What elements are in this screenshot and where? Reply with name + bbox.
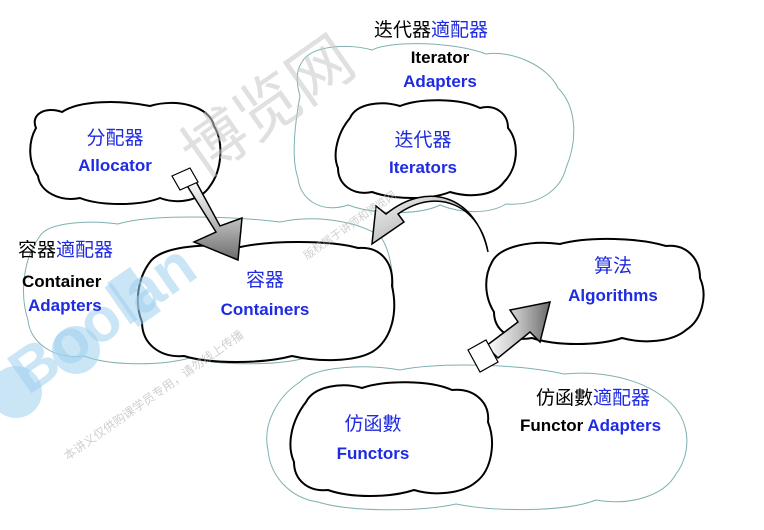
- functor-adapters-cn-suffix: 適配器: [593, 387, 651, 409]
- container-adapters-title: 容器適配器: [18, 239, 114, 262]
- container-adapters-cn-prefix: 容器: [18, 239, 57, 261]
- algorithms-en: Algorithms: [568, 286, 658, 305]
- iterator-adapters-en-2: Adapters: [403, 72, 477, 91]
- containers-region: [136, 241, 396, 363]
- functors-cn: 仿函數: [344, 413, 402, 435]
- functor-adapters-en: Functor Adapters: [520, 416, 661, 436]
- containers-cn: 容器: [245, 269, 284, 291]
- iterators-region: [334, 99, 517, 199]
- iterator-adapters-cn-prefix: 迭代器: [374, 19, 432, 41]
- allocator-en: Allocator: [78, 156, 152, 175]
- iterator-adapters-cn-suffix: 適配器: [431, 19, 489, 41]
- iterator-adapters-title: 迭代器適配器: [374, 19, 489, 42]
- iterators-cn: 迭代器: [394, 129, 452, 151]
- functors-en: Functors: [336, 444, 410, 463]
- iterators-en: Iterators: [388, 158, 458, 177]
- watermark-graphic: [0, 266, 161, 418]
- functor-adapters-cn-prefix: 仿函數: [536, 387, 594, 409]
- iterator-adapters-en-1: Iterator: [410, 48, 470, 67]
- iterator-adapters-region: [293, 43, 575, 213]
- functors-region: [289, 381, 493, 497]
- allocator-to-containers-arrow: [171, 167, 243, 262]
- containers-en: Containers: [220, 300, 310, 319]
- container-adapters-en-2: Adapters: [28, 296, 102, 315]
- functor-adapters-en-1: Functor: [520, 416, 584, 435]
- algorithms-cn: 算法: [593, 255, 632, 277]
- iterators-curved-arrow: [371, 195, 489, 253]
- functor-adapters-region: [266, 364, 688, 511]
- functors-to-algorithms-arrow: [467, 301, 552, 373]
- container-adapters-cn-suffix: 適配器: [56, 239, 114, 261]
- functor-adapters-title: 仿函數適配器: [536, 387, 651, 410]
- functor-adapters-en-2: Adapters: [587, 416, 662, 435]
- container-adapters-en-1: Container: [22, 272, 102, 291]
- allocator-cn: 分配器: [86, 127, 144, 149]
